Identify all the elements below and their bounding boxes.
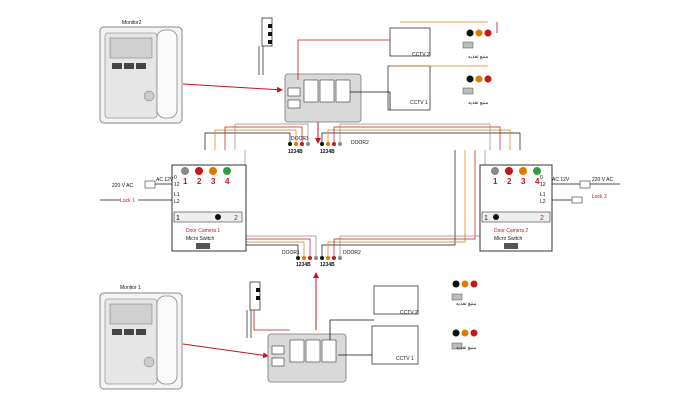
dc1-term-1: 1: [183, 177, 188, 186]
cctv-bottom-b-label: CCTV 1: [396, 356, 414, 362]
dc2-term-4: 4: [535, 177, 540, 186]
door1-bottom-label: DOOR1: [282, 250, 300, 256]
monitor-1-label: Monitor 1: [120, 285, 141, 291]
door-camera-1-label: Door Camera 1: [186, 228, 220, 234]
micro-switch-2-label: Micro Switch: [494, 236, 523, 242]
dc1-twelve: 12: [174, 182, 180, 188]
monitor-2: Monitor2: [99, 20, 183, 124]
bottom-power-adapter: [246, 281, 261, 338]
bus-top-left-block: 1234B: [288, 149, 303, 155]
cctv-top-a-label: CCTV 2: [412, 52, 430, 58]
door-camera-2-panel: 1 2 3 4 0 12 L1 L2 1 2 Door Camera 2 Mic…: [479, 164, 553, 252]
cctv-bottom-a: CCTV 2 منبع تغذیه: [373, 280, 478, 316]
lock-2-label: Lock 2: [592, 194, 607, 200]
monitor-2-label: Monitor2: [122, 20, 142, 26]
dc1-term-2: 2: [197, 177, 202, 186]
dc2-twelve: 12: [540, 182, 546, 188]
dc2-switch-2: 2: [540, 215, 544, 222]
right-220v-label: 220 V AC: [592, 177, 614, 183]
left-220v-label: 220 V AC: [112, 183, 134, 189]
door-camera-1-panel: 1 2 3 4 0 12 L1 L2 1 2 Door Camera 1 Mic…: [171, 164, 247, 252]
dc1-switch-1: 1: [176, 215, 180, 222]
right-supply: AC 12V 220 V AC: [552, 177, 620, 189]
lock-1: Lock 1: [100, 198, 172, 204]
cctv-bottom-b: CCTV 1 منبع تغذیه: [371, 325, 478, 365]
bus-bottom-terminals: 1234B DOOR1 1234B DOOR2: [282, 250, 361, 268]
power-note-4: منبع تغذیه: [456, 345, 477, 351]
door2-bottom-label: DOOR2: [343, 250, 361, 256]
top-power-adapter: [258, 17, 273, 75]
power-note-1: منبع تغذیه: [468, 54, 489, 60]
dc1-l1: L1: [174, 192, 180, 198]
power-note-3: منبع تغذیه: [456, 301, 477, 307]
dc1-zero: 0: [174, 175, 177, 181]
right-12v-label: AC 12V: [552, 177, 570, 183]
door2-top-label: DOOR2: [351, 140, 369, 146]
dc2-l2: L2: [540, 199, 546, 205]
monitor2-arrow: [182, 83, 283, 93]
door-camera-2-label: Door Camera 2: [494, 228, 528, 234]
dc1-term-3: 3: [211, 177, 216, 186]
cctv-top-a: CCTV 2 منبع تغذیه: [389, 21, 498, 60]
dc2-term-3: 3: [521, 177, 526, 186]
top-control-board: [284, 73, 362, 123]
dc2-l1: L1: [540, 192, 546, 198]
lock-2: Lock 2: [552, 194, 607, 204]
bus-top-right-block: 1234B: [320, 149, 335, 155]
dc1-term-4: 4: [225, 177, 230, 186]
dc1-l2: L2: [174, 199, 180, 205]
dc2-zero: 0: [540, 175, 543, 181]
bottom-control-board: [267, 333, 347, 383]
cctv-wiring: [253, 39, 391, 356]
left-supply: 220 V AC AC 12V: [112, 177, 174, 189]
dc2-switch-1: 1: [484, 215, 488, 222]
micro-switch-1-label: Micro Switch: [186, 236, 215, 242]
dc1-switch-2: 2: [234, 215, 238, 222]
left-12v-label: AC 12V: [156, 177, 174, 183]
lock-1-label: Lock 1: [120, 198, 135, 204]
bus-bottom-left-block: 1234B: [296, 262, 311, 268]
monitor-1: Monitor 1: [99, 285, 183, 390]
dc2-term-1: 1: [493, 177, 498, 186]
bus-bottom-right-block: 1234B: [320, 262, 335, 268]
monitor1-arrow: [182, 343, 269, 359]
bus-top-terminals: 1234B DOOR1 1234B DOOR2: [288, 136, 369, 155]
dc2-term-2: 2: [507, 177, 512, 186]
cctv-bottom-a-label: CCTV 2: [400, 310, 418, 316]
power-note-2: منبع تغذیه: [468, 100, 489, 106]
cctv-top-b: CCTV 1 منبع تغذیه: [387, 65, 492, 111]
door1-top-label: DOOR1: [291, 136, 309, 142]
cctv-top-b-label: CCTV 1: [410, 100, 428, 106]
